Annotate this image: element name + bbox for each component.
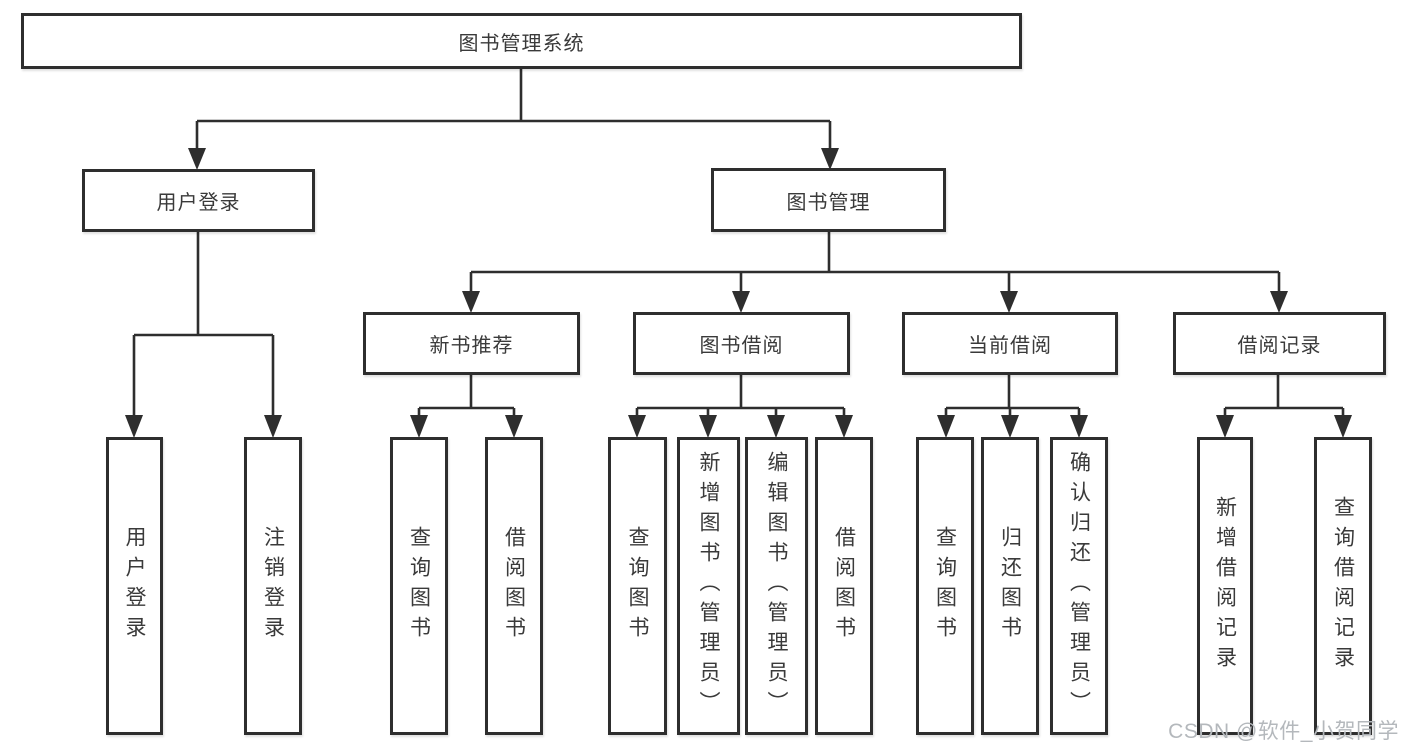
leaf-add-book-admin: 新增图书（管理员）: [677, 437, 740, 735]
leaf-borrow-books-label: 借阅图书: [832, 526, 856, 646]
arrowhead: [1001, 415, 1019, 438]
arrowhead: [699, 415, 717, 438]
leaf-return-book: 归还图书: [981, 437, 1039, 735]
leaf-add-book-admin-label: 新增图书（管理员）: [697, 451, 720, 721]
leaf-borrow-books: 借阅图书: [815, 437, 873, 735]
leaf-query-books-rec-label: 查询图书: [407, 526, 431, 646]
connector-book-borrow-to-leaves: [635, 375, 846, 420]
node-user-login-label: 用户登录: [156, 192, 241, 214]
leaf-query-books-borrow: 查询图书: [608, 437, 667, 735]
leaf-return-book-label: 归还图书: [998, 526, 1022, 646]
node-user-login: 用户登录: [82, 169, 315, 232]
arrowhead: [1216, 415, 1234, 438]
connector-book-mgmt-to-level3: [469, 232, 1281, 294]
arrowhead: [821, 148, 839, 170]
node-borrow-records-label: 借阅记录: [1237, 335, 1322, 357]
arrowhead: [835, 415, 853, 438]
leaf-add-borrow-record: 新增借阅记录: [1197, 437, 1253, 735]
node-root-label: 图书管理系统: [458, 32, 585, 55]
arrowhead: [1070, 415, 1088, 438]
connector-user-login-to-leaves: [132, 232, 275, 420]
leaf-borrow-books-rec-label: 借阅图书: [502, 526, 526, 646]
arrowhead: [125, 415, 143, 438]
leaf-query-books-current-label: 查询图书: [933, 526, 957, 646]
arrowhead: [1000, 291, 1018, 313]
connector-root-to-level2: [195, 68, 832, 152]
arrowhead: [188, 148, 206, 170]
arrowhead: [628, 415, 646, 438]
leaf-logout-label: 注销登录: [261, 526, 285, 646]
connector-borrow-records-to-leaves: [1223, 375, 1345, 420]
leaf-user-login: 用户登录: [106, 437, 163, 735]
leaf-query-borrow-record-label: 查询借阅记录: [1331, 496, 1355, 676]
watermark: CSDN @软件_小贺同学: [1168, 720, 1399, 743]
leaf-edit-book-admin: 编辑图书（管理员）: [745, 437, 808, 735]
leaf-user-login-label: 用户登录: [123, 526, 146, 646]
arrowhead: [937, 415, 955, 438]
connector-current-borrow-to-leaves: [944, 375, 1081, 420]
leaf-confirm-return-admin: 确认归还（管理员）: [1050, 437, 1108, 735]
node-current-borrow: 当前借阅: [902, 312, 1118, 375]
leaf-add-borrow-record-label: 新增借阅记录: [1213, 496, 1237, 676]
arrowhead: [1334, 415, 1352, 438]
node-current-borrow-label: 当前借阅: [968, 335, 1052, 357]
node-root: 图书管理系统: [21, 13, 1022, 69]
arrowhead: [767, 415, 785, 438]
leaf-confirm-return-admin-label: 确认归还（管理员）: [1067, 451, 1091, 721]
connector-new-book-rec-to-leaves: [417, 375, 516, 420]
leaf-query-books-current: 查询图书: [916, 437, 974, 735]
leaf-borrow-books-rec: 借阅图书: [485, 437, 543, 735]
node-book-mgmt-label: 图书管理: [786, 191, 871, 214]
node-new-book-rec: 新书推荐: [363, 312, 580, 375]
leaf-query-books-rec: 查询图书: [390, 437, 448, 735]
leaf-query-books-borrow-label: 查询图书: [626, 526, 649, 646]
arrowhead: [1270, 291, 1288, 313]
node-book-borrow: 图书借阅: [633, 312, 850, 375]
arrowhead: [505, 415, 523, 438]
leaf-edit-book-admin-label: 编辑图书（管理员）: [765, 451, 788, 721]
leaf-query-borrow-record: 查询借阅记录: [1314, 437, 1372, 735]
arrowhead: [264, 415, 282, 438]
node-book-mgmt: 图书管理: [711, 168, 946, 232]
arrowhead: [732, 291, 750, 313]
arrowhead: [410, 415, 428, 438]
leaf-logout: 注销登录: [244, 437, 302, 735]
node-book-borrow-label: 图书借阅: [699, 335, 784, 357]
arrowhead: [462, 291, 480, 313]
node-borrow-records: 借阅记录: [1173, 312, 1386, 375]
node-new-book-rec-label: 新书推荐: [429, 335, 514, 357]
